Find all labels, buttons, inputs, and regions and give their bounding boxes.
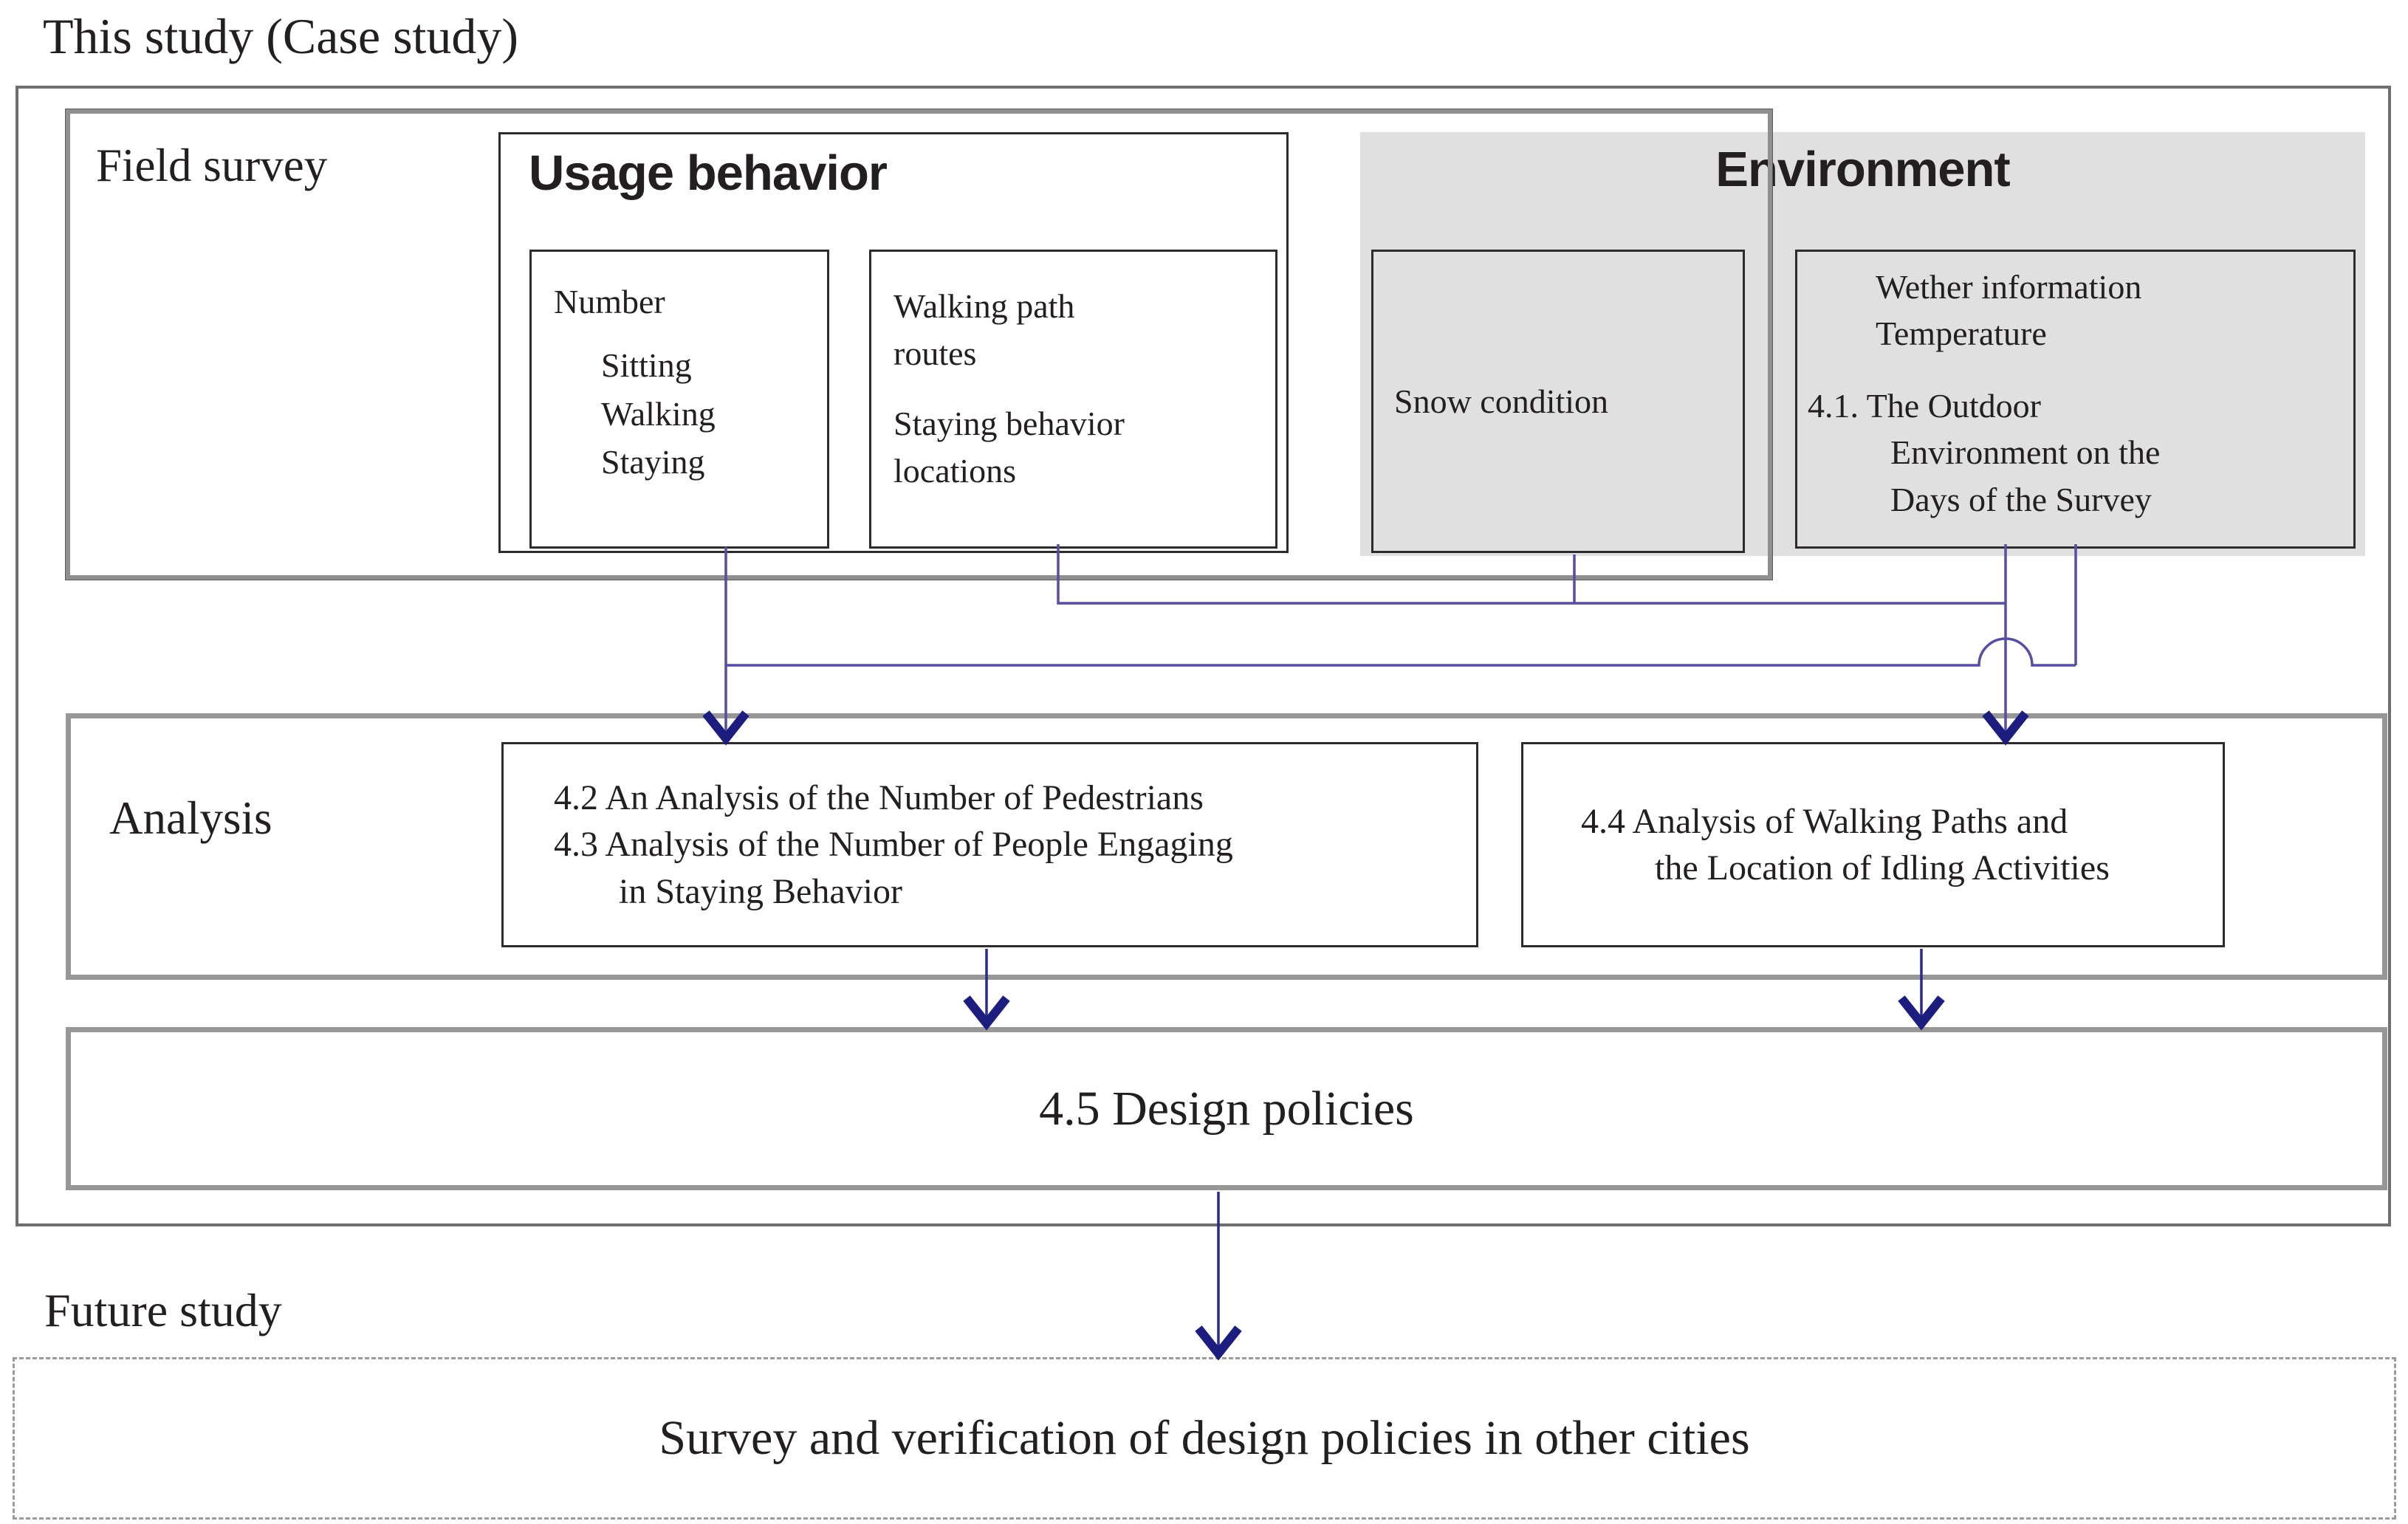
future-study-label: Future study <box>44 1284 282 1336</box>
pedestrian-analysis-line: 4.2 An Analysis of the Number of Pedestr… <box>554 778 1204 817</box>
weather-information-box: Wether information Temperature 4.1. The … <box>1795 250 2356 549</box>
walking-paths-analysis-line: 4.4 Analysis of Walking Paths and <box>1581 801 2068 841</box>
environment-panel: Environment <box>1360 132 2365 556</box>
walking-paths-analysis-box: 4.4 Analysis of Walking Paths and the Lo… <box>1521 742 2225 947</box>
environment-heading: Environment <box>1715 142 2011 197</box>
field-survey-label: Field survey <box>96 140 328 191</box>
design-policies-box: 4.5 Design policies <box>66 1027 2387 1190</box>
snow-condition-box: Snow condition <box>1371 250 1745 553</box>
weather-ref-line: 4.1. The Outdoor <box>1808 386 2042 425</box>
staying-behavior-line: locations <box>893 452 1017 490</box>
page-title: This study (Case study) <box>43 8 519 64</box>
future-study-box: Survey and verification of design polici… <box>13 1357 2396 1520</box>
pedestrian-analysis-line: in Staying Behavior <box>619 871 902 911</box>
snow-condition-label: Snow condition <box>1394 382 1609 420</box>
number-box: Number Sitting Walking Staying <box>529 250 829 549</box>
arrowhead-future-box <box>1195 1325 1242 1361</box>
staying-behavior-line: Staying behavior <box>893 404 1125 442</box>
pedestrian-analysis-box: 4.2 An Analysis of the Number of Pedestr… <box>501 742 1478 947</box>
walking-path-box: Walking path routes Staying behavior loc… <box>869 250 1277 549</box>
weather-ref-lines: 4.1. The Outdoor Environment on the Days… <box>1797 382 2353 523</box>
weather-ref-line: Days of the Survey <box>1890 480 2152 518</box>
number-item: Walking <box>601 394 716 433</box>
weather-info-lines: Wether information Temperature <box>1876 264 2346 357</box>
design-policies-label: 4.5 Design policies <box>1039 1081 1414 1136</box>
usage-behavior-heading: Usage behavior <box>529 145 888 201</box>
number-item: Sitting <box>601 346 692 385</box>
number-item: Staying <box>601 442 705 481</box>
field-survey-box <box>65 109 1773 580</box>
weather-info-line: Temperature <box>1876 315 2047 353</box>
weather-info-line: Wether information <box>1876 268 2142 306</box>
weather-ref-line: Environment on the <box>1890 433 2161 472</box>
walking-path-para: Walking path routes <box>893 283 1268 378</box>
pedestrian-analysis-line: 4.3 Analysis of the Number of People Eng… <box>554 825 1233 865</box>
number-title: Number <box>554 283 665 320</box>
walking-path-line: routes <box>893 334 977 373</box>
analysis-label: Analysis <box>109 792 272 844</box>
number-items: Sitting Walking Staying <box>601 341 820 486</box>
walking-path-line: Walking path <box>893 287 1075 325</box>
this-study-box <box>16 86 2391 1226</box>
walking-paths-analysis-line: the Location of Idling Activities <box>1655 848 2110 888</box>
staying-behavior-para: Staying behavior locations <box>893 400 1268 495</box>
future-study-box-label: Survey and verification of design polici… <box>659 1411 1750 1465</box>
